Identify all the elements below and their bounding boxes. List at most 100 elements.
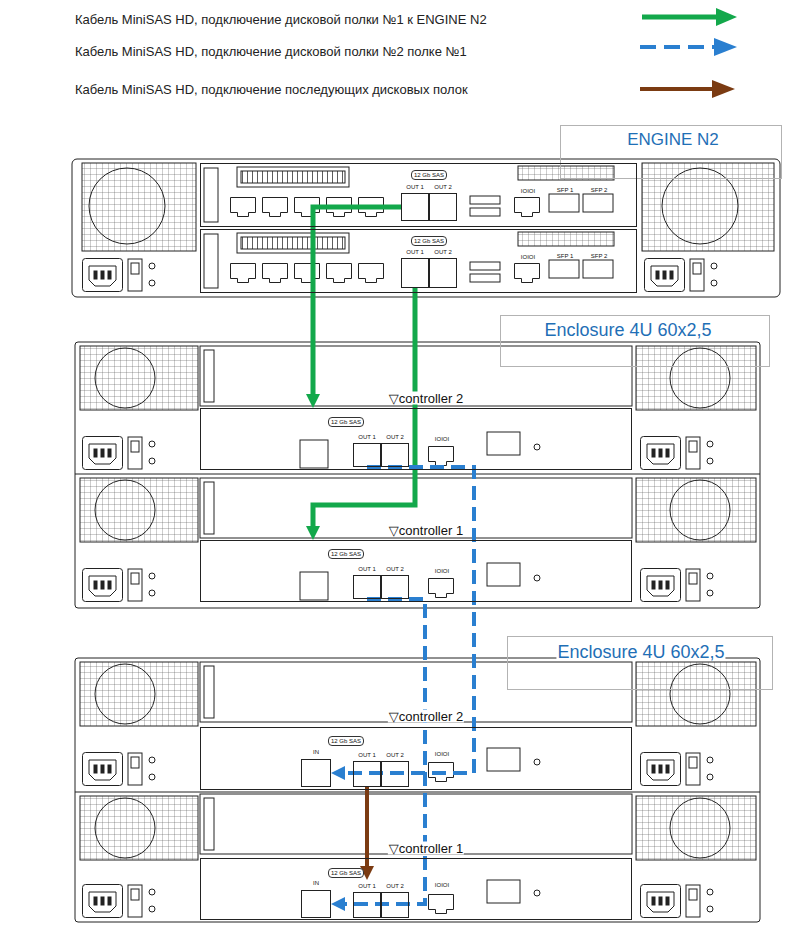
enclosure-chassis bbox=[429, 579, 454, 598]
port-socket bbox=[381, 761, 409, 787]
engine-chassis bbox=[82, 163, 196, 251]
enclosure-chassis bbox=[636, 796, 756, 860]
interface-badge: 12 Gb SAS bbox=[328, 868, 364, 878]
enclosure-chassis bbox=[641, 437, 714, 470]
port-socket bbox=[353, 575, 381, 599]
port-socket bbox=[381, 443, 409, 467]
device-label-box: Enclosure 4U 60x2,5 bbox=[507, 636, 773, 690]
sas-port: OUT 2 bbox=[381, 749, 409, 787]
sas-port: OUT 1 bbox=[353, 880, 381, 918]
enclosure-chassis bbox=[534, 890, 540, 896]
engine-chassis bbox=[204, 168, 218, 222]
port-label: OUT 2 bbox=[385, 752, 405, 758]
interface-badge: 12 Gb SAS bbox=[328, 736, 364, 746]
port-label: OUT 2 bbox=[385, 566, 405, 572]
controller-module: 12 Gb SASIOIOISFP 1SFP 2OUT 1OUT 2 bbox=[200, 229, 637, 293]
controller-module: ▽controller 112 Gb SASIOIOIOUT 1OUT 2 bbox=[200, 540, 632, 602]
sas-cable bbox=[360, 787, 374, 880]
port-socket bbox=[381, 575, 409, 599]
enclosure-chassis bbox=[95, 348, 155, 408]
controller-module: ▽controller 212 Gb SASIOIOIOUT 1OUT 2 bbox=[200, 408, 632, 470]
engine-chassis bbox=[231, 264, 256, 283]
port-label: IN bbox=[312, 880, 320, 886]
port-label: IOIOI bbox=[434, 568, 450, 574]
engine-chassis bbox=[359, 264, 384, 283]
enclosure-chassis bbox=[204, 482, 214, 534]
enclosure-chassis bbox=[80, 478, 198, 542]
engine-chassis bbox=[263, 264, 288, 283]
port-socket bbox=[353, 761, 381, 787]
engine-chassis bbox=[645, 259, 718, 292]
enclosure-chassis bbox=[670, 798, 730, 858]
engine-chassis bbox=[470, 208, 500, 216]
enclosure-chassis bbox=[75, 658, 760, 922]
device-name: ENGINE N2 bbox=[626, 131, 720, 148]
enclosure-chassis bbox=[670, 480, 730, 540]
port-label: OUT 1 bbox=[405, 249, 425, 255]
engine-chassis bbox=[470, 274, 500, 282]
engine-chassis bbox=[549, 260, 579, 278]
port-socket bbox=[301, 759, 331, 787]
port-label: OUT 1 bbox=[357, 566, 377, 572]
controller-name: ▽controller 1 bbox=[388, 842, 464, 855]
sas-port: OUT 2 bbox=[381, 880, 409, 918]
sas-port: OUT 2 bbox=[429, 246, 457, 288]
engine-chassis bbox=[231, 198, 256, 217]
enclosure-chassis bbox=[95, 664, 155, 724]
sas-cable bbox=[331, 599, 425, 911]
enclosure-chassis bbox=[670, 664, 730, 724]
port-socket bbox=[429, 258, 457, 288]
interface-badge: 12 Gb SAS bbox=[411, 236, 447, 246]
sas-port: OUT 2 bbox=[381, 431, 409, 467]
device-name: Enclosure 4U 60x2,5 bbox=[543, 321, 712, 339]
legend-text: Кабель MiniSAS HD, подключение дисковой … bbox=[75, 45, 467, 58]
engine-chassis bbox=[583, 260, 613, 278]
enclosure-chassis bbox=[641, 885, 714, 918]
port-label: SFP 1 bbox=[556, 253, 575, 259]
engine-chassis bbox=[518, 166, 614, 180]
enclosure-chassis bbox=[80, 796, 198, 860]
port-socket bbox=[401, 193, 429, 221]
device-label-box: Enclosure 4U 60x2,5 bbox=[500, 315, 770, 367]
port-label: OUT 1 bbox=[357, 752, 377, 758]
engine-chassis bbox=[72, 159, 780, 297]
enclosure-chassis bbox=[670, 348, 730, 408]
controller-module: ▽controller 212 Gb SASIOIOIINOUT 1OUT 2 bbox=[200, 727, 632, 790]
legend-sample bbox=[716, 8, 737, 26]
engine-chassis bbox=[241, 237, 345, 249]
enclosure-chassis bbox=[204, 350, 214, 402]
port-label: OUT 1 bbox=[357, 883, 377, 889]
enclosure-chassis bbox=[83, 569, 156, 602]
enclosure-chassis bbox=[429, 447, 454, 466]
legend-sample bbox=[640, 45, 714, 49]
sas-port: OUT 1 bbox=[401, 246, 429, 288]
sas-port: OUT 1 bbox=[353, 749, 381, 787]
port-label: SFP 2 bbox=[590, 187, 609, 193]
enclosure-chassis bbox=[75, 792, 760, 793]
enclosure-chassis bbox=[487, 880, 520, 903]
port-socket bbox=[301, 890, 331, 918]
enclosure-chassis bbox=[636, 662, 756, 726]
port-label: OUT 2 bbox=[433, 184, 453, 190]
port-socket bbox=[353, 443, 381, 467]
engine-chassis bbox=[642, 163, 774, 251]
enclosure-chassis bbox=[487, 432, 520, 455]
arrow-head bbox=[331, 897, 345, 911]
enclosure-chassis bbox=[80, 662, 198, 726]
legend-sample bbox=[642, 15, 718, 20]
enclosure-chassis bbox=[534, 759, 540, 765]
enclosure-chassis bbox=[204, 666, 214, 718]
engine-chassis bbox=[470, 262, 500, 270]
engine-chassis bbox=[72, 159, 780, 297]
engine-chassis bbox=[327, 264, 352, 283]
port-label: IOIOI bbox=[434, 436, 450, 442]
port-label: OUT 2 bbox=[385, 883, 405, 889]
port-label: OUT 1 bbox=[405, 184, 425, 190]
engine-chassis bbox=[662, 168, 738, 244]
engine-chassis bbox=[83, 259, 156, 292]
controller-module: 12 Gb SASIOIOISFP 1SFP 2OUT 1OUT 2 bbox=[200, 163, 637, 227]
engine-chassis bbox=[515, 264, 540, 283]
interface-badge: 12 Gb SAS bbox=[328, 549, 364, 559]
engine-chassis bbox=[295, 264, 320, 283]
